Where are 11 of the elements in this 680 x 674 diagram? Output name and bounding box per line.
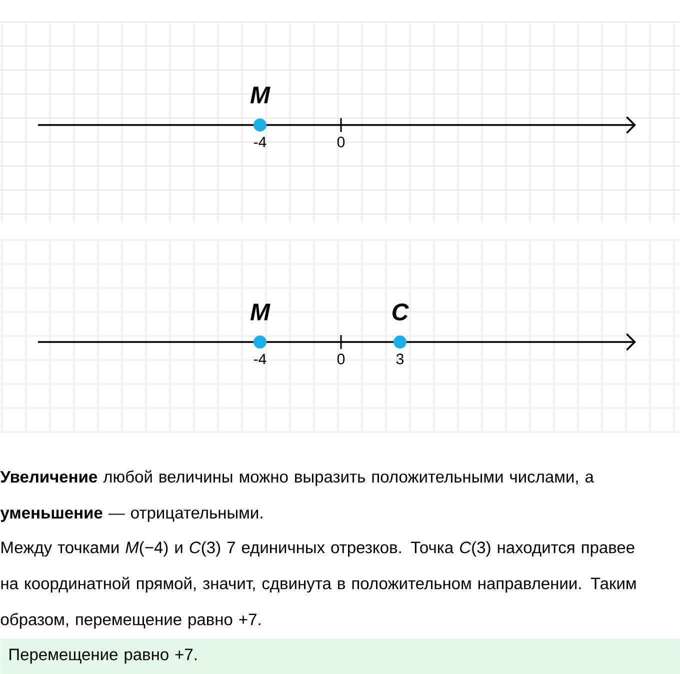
answer-band: Перемещение равно +7. — [0, 638, 680, 674]
point — [254, 336, 266, 348]
tick-label: 0 — [337, 136, 345, 148]
point — [394, 336, 406, 348]
point — [254, 118, 266, 132]
paragraph: Между точками M(−4) и C(3) 7 единичных отрезков. Точка C(3) находится правее на координатной прямой, значит, сдвинута в положительном направлении. Таким образом, перемещение равно +7. — [0, 541, 636, 629]
paragraph: Увеличение любой величины можно выразить положительными числами, а уменьшение — отрицательными. — [0, 470, 594, 522]
point-label: C — [392, 304, 409, 320]
tick-label: 0 — [337, 354, 345, 364]
point-label: M — [250, 304, 270, 320]
point-label: M — [250, 86, 270, 104]
